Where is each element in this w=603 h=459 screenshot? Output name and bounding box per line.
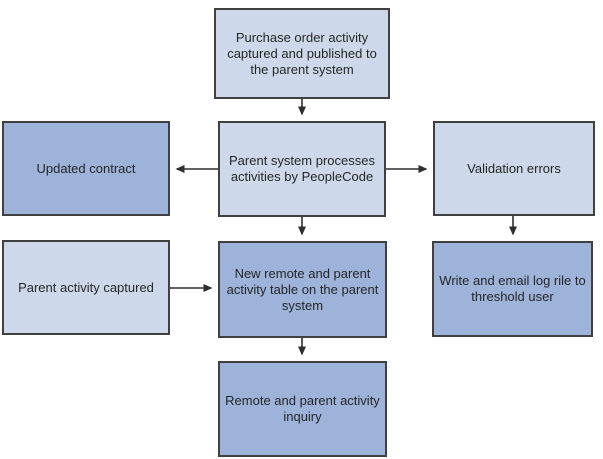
- node-activity-table: New remote and parent activity table on …: [218, 241, 387, 338]
- node-write-email-log: Write and email log rile to threshold us…: [432, 241, 593, 337]
- node-label: Remote and parent activity inquiry: [225, 393, 380, 424]
- node-purchase-order-activity: Purchase order activity captured and pub…: [214, 8, 390, 99]
- node-label: Parent activity captured: [18, 279, 154, 295]
- node-label: Updated contract: [36, 160, 136, 176]
- node-label: Parent system processes activities by Pe…: [229, 153, 375, 184]
- node-label: Write and email log rile to threshold us…: [439, 273, 586, 304]
- node-validation-errors: Validation errors: [433, 121, 595, 216]
- node-label: New remote and parent activity table on …: [226, 265, 379, 313]
- node-parent-activity-captured: Parent activity captured: [2, 240, 170, 335]
- node-label: Purchase order activity captured and pub…: [227, 29, 377, 77]
- node-activity-inquiry: Remote and parent activity inquiry: [218, 361, 387, 457]
- node-parent-system-processes: Parent system processes activities by Pe…: [218, 121, 386, 217]
- node-label: Validation errors: [467, 160, 561, 176]
- node-updated-contract: Updated contract: [2, 121, 170, 216]
